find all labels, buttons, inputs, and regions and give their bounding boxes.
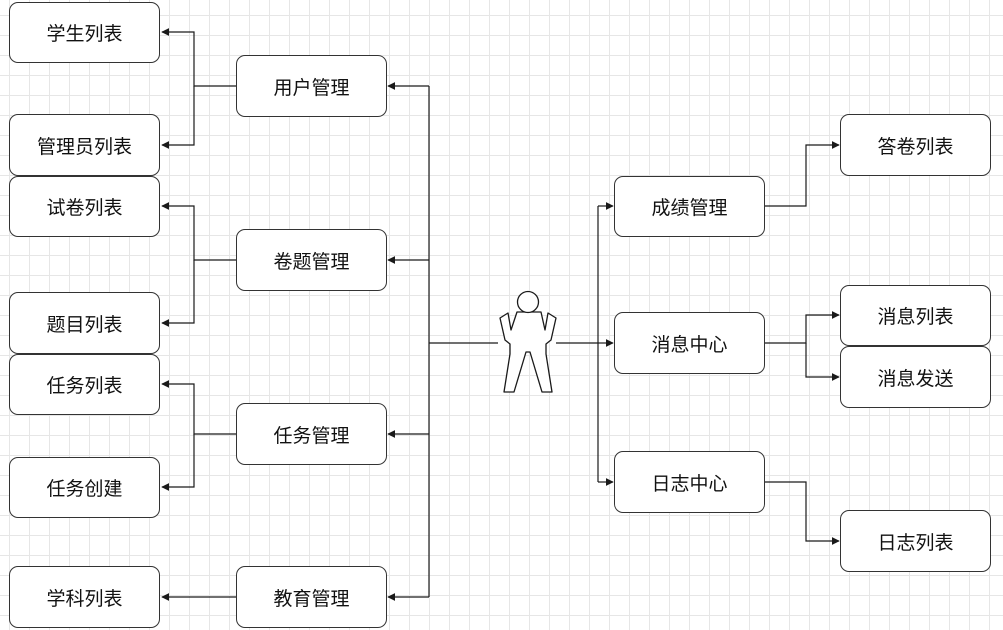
person-body [499, 311, 557, 393]
connector-message-to-list [765, 311, 840, 344]
connector-message-to-send [805, 343, 840, 381]
node-education-management[interactable]: 教育管理 [236, 566, 387, 628]
person-head [516, 290, 540, 314]
node-task-management[interactable]: 任务管理 [236, 403, 387, 465]
connector-score-to-answers [765, 141, 840, 207]
connector-task-to-create [161, 434, 195, 491]
node-score-management[interactable]: 成绩管理 [614, 176, 765, 237]
connector-paper-to-papers [161, 202, 237, 261]
node-answer-sheet-list[interactable]: 答卷列表 [840, 114, 991, 176]
node-message-center[interactable]: 消息中心 [614, 312, 765, 374]
node-log-list[interactable]: 日志列表 [840, 510, 991, 572]
node-task-create[interactable]: 任务创建 [9, 457, 160, 518]
node-message-send[interactable]: 消息发送 [840, 346, 991, 408]
connector-paper-to-questions [161, 260, 195, 327]
person-icon [499, 290, 557, 393]
connector-log-to-list [765, 481, 840, 545]
node-student-list[interactable]: 学生列表 [9, 2, 160, 63]
node-paper-list[interactable]: 试卷列表 [9, 176, 160, 237]
node-question-list[interactable]: 题目列表 [9, 292, 160, 354]
node-message-list[interactable]: 消息列表 [840, 285, 991, 346]
connector-user-to-admins [161, 86, 195, 149]
node-paper-management[interactable]: 卷题管理 [236, 229, 387, 291]
node-admin-list[interactable]: 管理员列表 [9, 114, 160, 176]
node-task-list[interactable]: 任务列表 [9, 354, 160, 415]
connector-user-to-students [161, 28, 237, 87]
node-log-center[interactable]: 日志中心 [614, 451, 765, 513]
connector-task-to-list [161, 380, 237, 435]
node-user-management[interactable]: 用户管理 [236, 55, 387, 117]
node-subject-list[interactable]: 学科列表 [9, 566, 160, 628]
